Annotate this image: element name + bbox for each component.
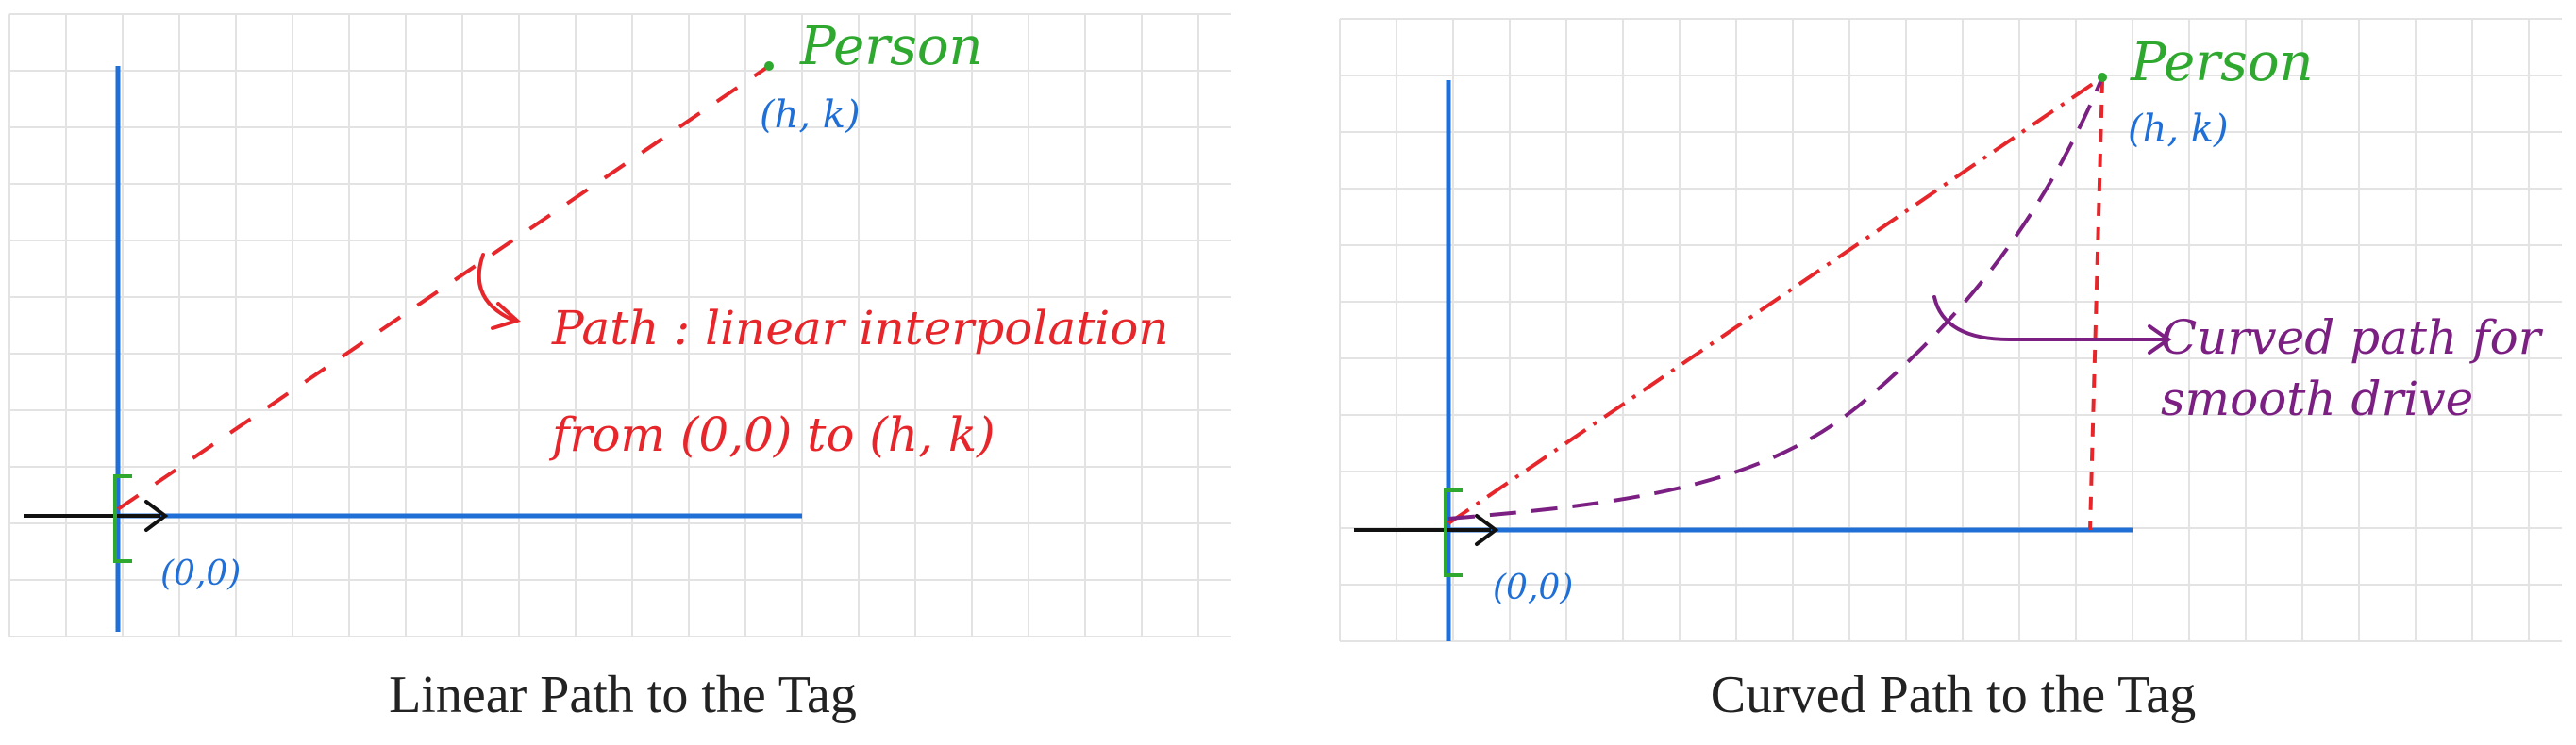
target-label: (h, k) [2128,108,2229,151]
straight-path-line [1447,75,2104,525]
heading-arrow-head [1475,514,1499,546]
vertical-drop-line [2088,79,2104,531]
origin-label: (0,0) [160,555,241,593]
person-dot [2098,73,2107,82]
origin-label: (0,0) [1493,569,1573,607]
path-note-line1: Path : linear interpolation [551,301,1169,356]
callout-arrow [477,253,521,330]
linear-path-line [116,64,771,511]
panel-caption: Linear Path to the Tag [389,666,857,724]
heading-arrow-head [144,500,169,532]
curve-note-line1: Curved path for [2161,310,2544,365]
person-label: Person [799,16,983,77]
person-dot [764,61,774,71]
person-label: Person [2130,32,2314,93]
linear-path-panel: Person (h, k) (0,0) Path : linear interp… [0,0,1246,745]
vehicle-bracket [113,474,132,563]
curved-path-line [1447,76,2104,521]
vehicle-bracket [1444,488,1463,577]
target-label: (h, k) [760,93,861,137]
grid [1339,18,2562,642]
curved-path-panel: Person (h, k) (0,0) Curved path for smoo… [1330,0,2576,745]
panel-caption: Curved Path to the Tag [1710,666,2197,724]
grid [8,13,1231,637]
path-note-line2: from (0,0) to (h, k) [548,407,995,462]
callout-arrow [1932,295,2172,355]
linear-path-diagram: Person (h, k) (0,0) Path : linear interp… [8,13,1231,637]
curve-note-line2: smooth drive [2161,372,2473,426]
curved-path-diagram: Person (h, k) (0,0) Curved path for smoo… [1339,18,2562,642]
